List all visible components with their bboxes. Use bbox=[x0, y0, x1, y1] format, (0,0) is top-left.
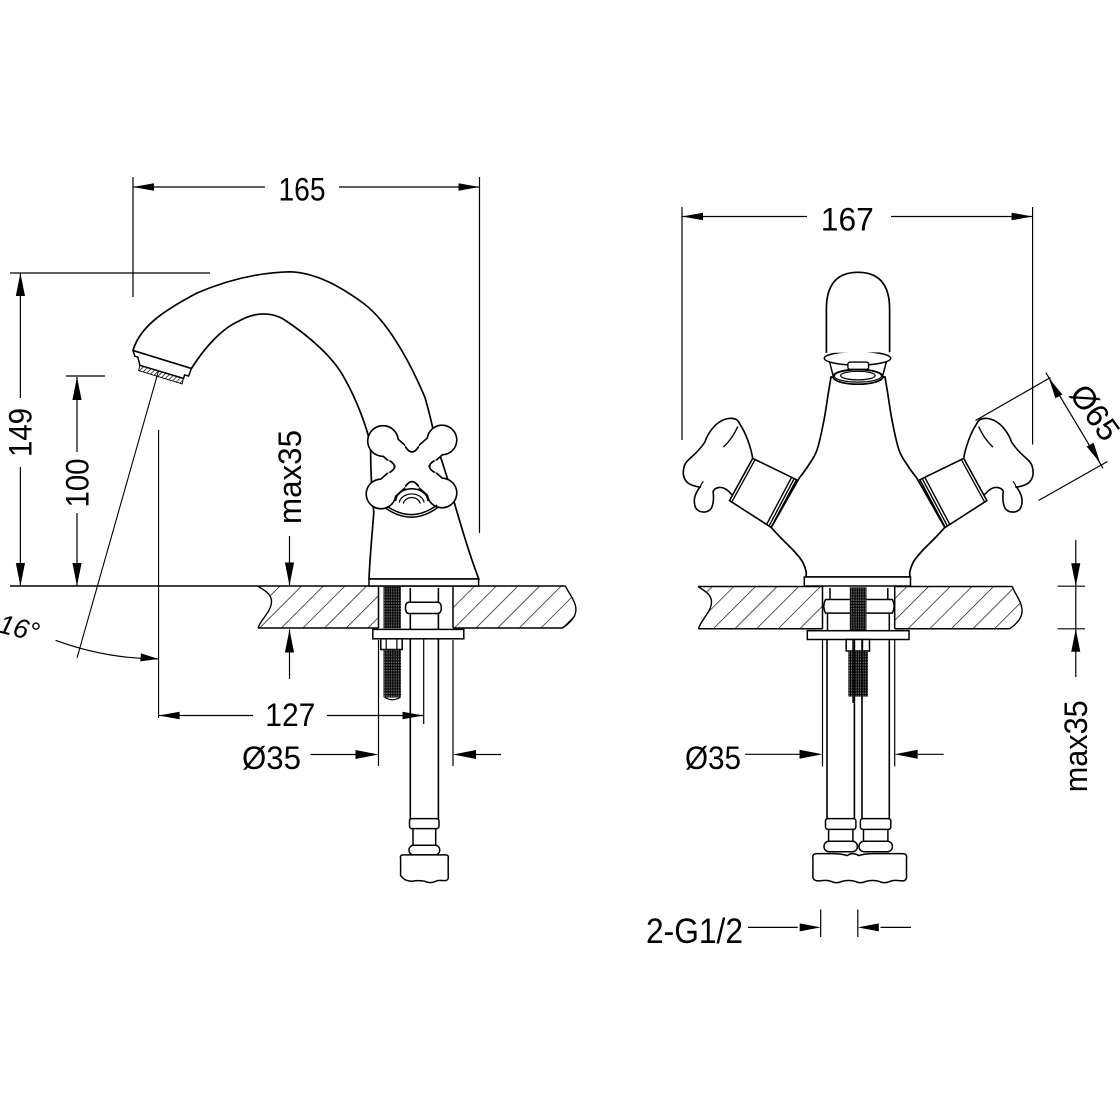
svg-text:Ø35: Ø35 bbox=[685, 740, 741, 776]
svg-text:127: 127 bbox=[265, 697, 315, 733]
svg-text:max35: max35 bbox=[272, 430, 308, 524]
svg-text:165: 165 bbox=[279, 172, 326, 208]
svg-text:Ø35: Ø35 bbox=[242, 740, 301, 776]
svg-text:2-G1/2: 2-G1/2 bbox=[646, 912, 743, 951]
svg-text:max35: max35 bbox=[1058, 700, 1094, 792]
svg-text:167: 167 bbox=[821, 202, 874, 238]
svg-text:149: 149 bbox=[3, 408, 39, 457]
svg-text:100: 100 bbox=[59, 459, 95, 508]
